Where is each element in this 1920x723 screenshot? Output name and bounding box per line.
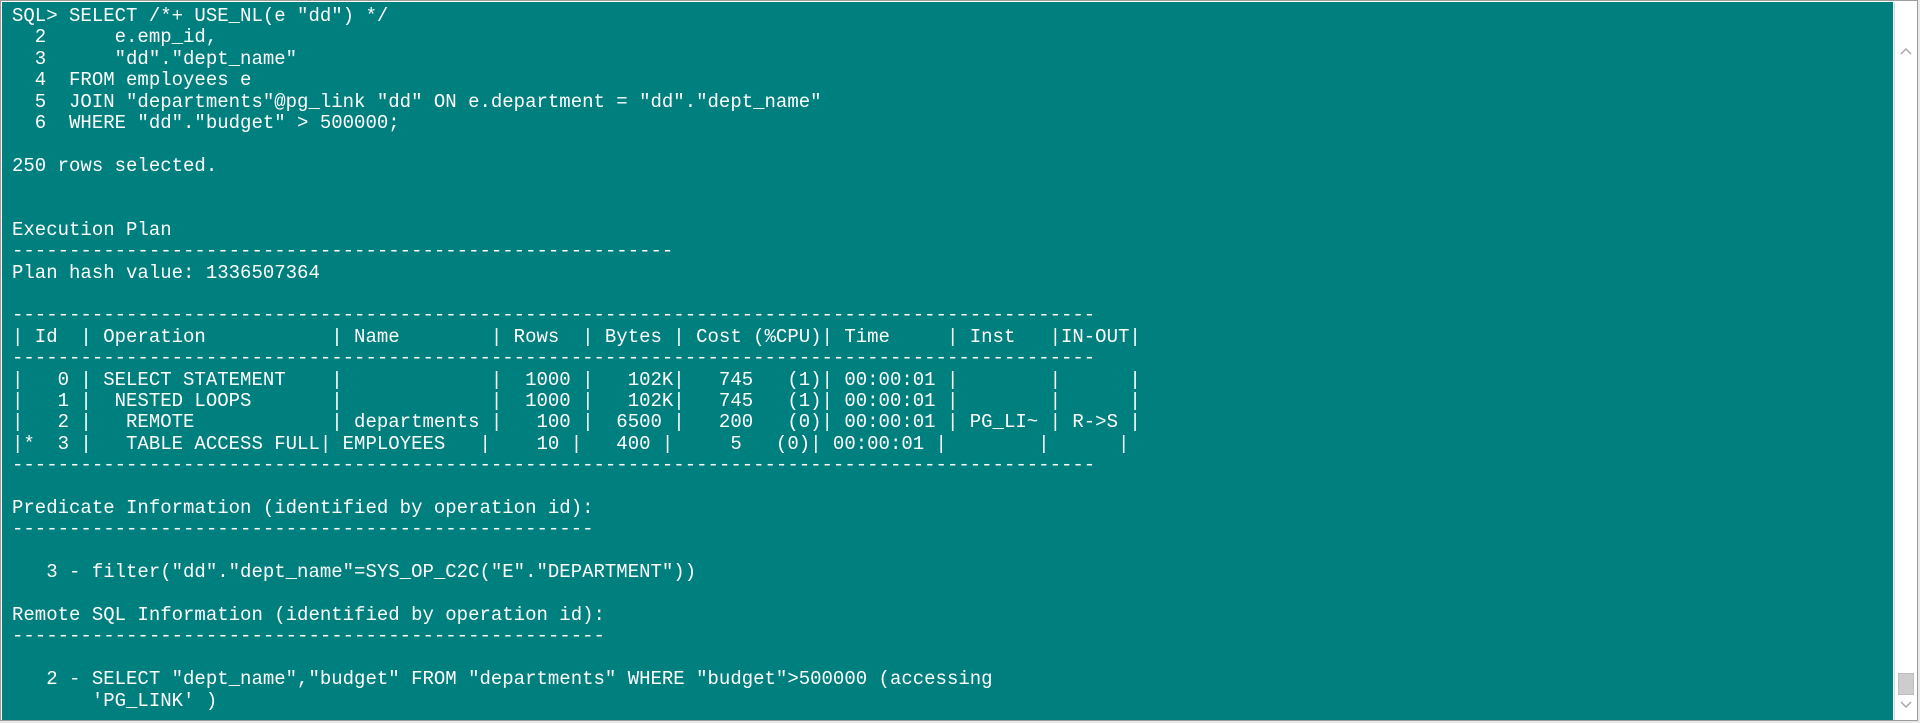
terminal-line: 4 FROM employees e	[12, 69, 252, 92]
chevron-down-icon	[1900, 701, 1912, 709]
terminal-line	[12, 541, 1893, 562]
terminal-line: SQL> SELECT /*+ USE_NL(e "dd") */	[12, 5, 389, 27]
scroll-track[interactable]	[1895, 64, 1917, 692]
terminal-line: Remote SQL Information (identified by op…	[12, 603, 605, 626]
terminal-line: ----------------------------------------…	[12, 454, 1096, 477]
terminal-line: ----------------------------------------…	[12, 240, 674, 263]
terminal-line: | 0 | SELECT STATEMENT | | 1000 | 102K| …	[12, 368, 1141, 391]
terminal-line	[12, 584, 1893, 605]
terminal-line	[12, 177, 1893, 198]
terminal-line: Plan hash value: 1336507364	[12, 261, 320, 284]
chevron-up-icon	[1900, 47, 1912, 55]
scroll-down-button[interactable]	[1897, 696, 1915, 714]
terminal-line: | Id | Operation | Name | Rows | Bytes |…	[12, 325, 1141, 348]
terminal-line: 3 "dd"."dept_name"	[12, 47, 298, 70]
terminal-output[interactable]: SQL> SELECT /*+ USE_NL(e "dd") */ 2 e.em…	[2, 2, 1893, 720]
terminal-line: Predicate Information (identified by ope…	[12, 496, 594, 519]
scroll-up-button[interactable]	[1897, 42, 1915, 60]
terminal-line: ----------------------------------------…	[12, 347, 1096, 370]
vertical-scrollbar[interactable]	[1894, 2, 1917, 720]
terminal-line: 'PG_LINK' )	[12, 689, 218, 712]
terminal-line	[12, 284, 1893, 305]
terminal-line: 250 rows selected.	[12, 154, 218, 177]
terminal-line: | 2 | REMOTE | departments | 100 | 6500 …	[12, 411, 1141, 434]
terminal-line	[12, 199, 1893, 220]
terminal-line: 5 JOIN "departments"@pg_link "dd" ON e.d…	[12, 90, 822, 113]
terminal-line	[12, 477, 1893, 498]
terminal-line: ----------------------------------------…	[12, 304, 1096, 327]
terminal-line: 2 e.emp_id,	[12, 26, 218, 49]
terminal-line: ----------------------------------------…	[12, 625, 605, 648]
scroll-thumb[interactable]	[1898, 673, 1914, 695]
terminal-line	[12, 134, 1893, 155]
terminal-line: 6 WHERE "dd"."budget" > 500000;	[12, 111, 400, 134]
terminal-line: | 1 | NESTED LOOPS | | 1000 | 102K| 745 …	[12, 390, 1141, 413]
terminal-line: Execution Plan	[12, 218, 172, 241]
terminal-text: SQL> SELECT /*+ USE_NL(e "dd") */ 2 e.em…	[12, 5, 1893, 712]
terminal-line	[12, 648, 1893, 669]
terminal-line: |* 3 | TABLE ACCESS FULL| EMPLOYEES | 10…	[12, 432, 1130, 455]
terminal-line: 2 - SELECT "dept_name","budget" FROM "de…	[12, 668, 993, 691]
terminal-line: ----------------------------------------…	[12, 518, 594, 541]
terminal-line: 3 - filter("dd"."dept_name"=SYS_OP_C2C("…	[12, 561, 697, 584]
